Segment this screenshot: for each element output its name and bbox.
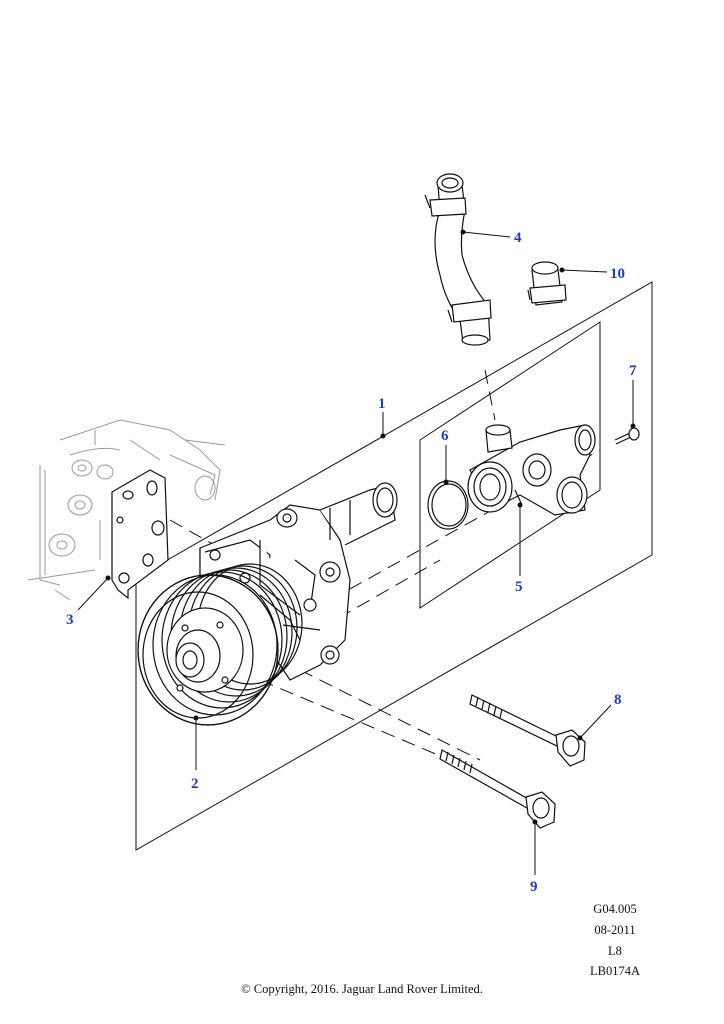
long-bolt-upper [469, 694, 586, 767]
callout-5: 5 [515, 579, 523, 595]
callout-3: 3 [66, 612, 74, 628]
callout-7: 7 [629, 363, 637, 379]
callout-4: 4 [514, 230, 522, 246]
ref-group-code: G04.005 [593, 902, 637, 916]
long-bolt-lower [439, 749, 556, 829]
callout-1: 1 [378, 396, 386, 412]
thermostat-housing [467, 424, 596, 516]
thermostat-subframe [419, 321, 601, 609]
ref-model: L8 [608, 944, 622, 958]
o-ring-seal [427, 480, 469, 530]
callout-2: 2 [191, 776, 199, 792]
ref-date: 08-2011 [594, 923, 636, 937]
water-pump-pulley [137, 563, 303, 726]
callout-8: 8 [614, 692, 622, 708]
ref-illustration-code: LB0174A [590, 964, 640, 978]
callout-6: 6 [441, 428, 449, 444]
coolant-cap [527, 261, 567, 306]
engine-block-ghost [27, 419, 226, 601]
gasket-plate [111, 469, 169, 600]
callout-9: 9 [530, 879, 538, 895]
coolant-hose [424, 173, 492, 346]
leader-lines [77, 229, 636, 875]
assembly-frame [135, 281, 653, 851]
small-screw [614, 427, 640, 445]
copyright-notice: © Copyright, 2016. Jaguar Land Rover Lim… [241, 982, 483, 996]
callout-10: 10 [610, 266, 625, 282]
